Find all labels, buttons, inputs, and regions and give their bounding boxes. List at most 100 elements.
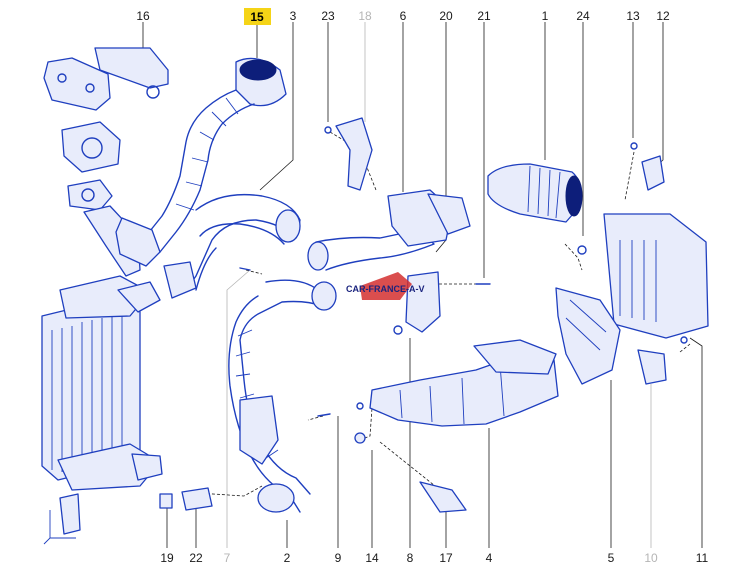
callout-19[interactable]: 19 [160,551,174,565]
part-egr-gasket [67,179,113,211]
assembly-line-d [564,243,583,271]
part-3-duct [163,193,301,299]
callout-1[interactable]: 1 [542,9,549,23]
part-20-bracket [393,271,491,335]
part-22-clip [181,487,213,511]
part-4-inlet [473,339,557,375]
part-18-plate [335,117,373,191]
part-14-nut [354,432,366,444]
callout-11[interactable]: 11 [696,551,709,565]
part-2-hose-outline-b [228,295,301,513]
part-15-hose-opening [239,59,277,81]
watermark-flag-icon [360,272,412,300]
intercooler-outlet [131,453,163,481]
part-9-bolt [317,413,331,417]
part-3-inlet-collar [163,261,197,299]
callout-7[interactable]: 7 [224,551,231,565]
part-6-pipe-end [307,241,329,271]
part-5-ribs [565,299,607,351]
assembly-line-g [307,415,324,421]
part-12-body [641,155,665,191]
callout-15[interactable]: 15 [250,10,264,24]
callout-6[interactable]: 6 [400,9,407,23]
callout-23[interactable]: 23 [321,9,335,23]
egr-gasket-hole [81,188,95,202]
part-17-bracket [419,481,467,513]
callout-5[interactable]: 5 [608,551,615,565]
part-18-bracket [324,117,373,191]
callout-12[interactable]: 12 [656,9,670,23]
part-23-bolt [324,126,332,134]
part-1-turbo-hose [487,163,583,223]
callout-22[interactable]: 22 [189,551,203,565]
intercooler-inlet [117,281,161,313]
assembly-line-e [624,151,635,201]
part-15-pipe-bottom [159,103,255,253]
part-2-hose-outline-a [239,279,323,495]
leader-7 [226,269,251,548]
part-4-duct [356,339,559,427]
part-10-fins [619,240,657,322]
part-11-screw [680,336,688,344]
part-throttle-flange [61,121,121,173]
part-16-bracket-eye [146,85,160,99]
callout-labels: 16 15 3 23 18 6 20 21 1 24 13 12 19 22 7… [136,8,709,565]
part-2-bracket [239,395,279,465]
part-6-pipe [307,189,471,271]
part-19-clip [159,493,173,509]
axis-orientation-icon [43,493,81,545]
assembly-line-j [679,343,691,353]
part-2-lower-clamp [257,483,295,513]
callout-8[interactable]: 8 [407,551,414,565]
part-13-screw [630,142,638,150]
part-1-corrugation [527,165,561,219]
part-10-mount [637,349,667,385]
part-15-pipe-top [145,89,237,237]
part-15-intake-hose [115,57,287,267]
watermark: CAR-FRANCE-A-V [346,272,425,300]
callout-17[interactable]: 17 [439,551,453,565]
part-5-body [555,287,621,385]
intercooler [41,275,163,491]
part-throttle-housing [43,57,111,111]
part-1-opening [565,175,583,217]
callout-21[interactable]: 21 [477,9,491,23]
leader-3 [259,22,294,191]
part-6-pipe-body [315,229,435,271]
intercooler-fins [51,312,123,472]
callout-9[interactable]: 9 [335,551,342,565]
part-15-corrugation [175,97,239,211]
callout-14[interactable]: 14 [365,551,379,565]
callout-13[interactable]: 13 [626,9,640,23]
callout-18[interactable]: 18 [358,9,372,23]
part-15-clamp [115,217,161,267]
callout-4[interactable]: 4 [486,551,493,565]
leader-11 [689,337,703,548]
bolt-hole-a [57,73,67,83]
part-7-bolt [239,267,251,271]
callout-3[interactable]: 3 [290,9,297,23]
part-5-guide [555,287,621,385]
part-12-sensor [630,142,665,191]
watermark-text: CAR-FRANCE-A-V [346,284,425,294]
callout-20[interactable]: 20 [439,9,453,23]
callout-24[interactable]: 24 [576,9,590,23]
callout-16[interactable]: 16 [136,9,150,23]
assembly-line-f [245,269,263,275]
bolt-hole-b [85,83,95,93]
hardware [159,267,467,513]
assembly-line-b [359,407,373,441]
part-7-connector [311,281,337,311]
part-4-body [369,355,559,427]
part-4-screw [356,402,364,410]
highlight-box [244,8,271,25]
part-6-sensor [427,193,471,235]
throttle-bore [81,137,103,159]
part-10-box [577,213,709,385]
callout-10[interactable]: 10 [644,551,658,565]
part-24-nut [577,245,587,255]
part-20-plate [405,271,441,333]
callout-2[interactable]: 2 [284,551,291,565]
assembly-line-i [329,131,377,191]
